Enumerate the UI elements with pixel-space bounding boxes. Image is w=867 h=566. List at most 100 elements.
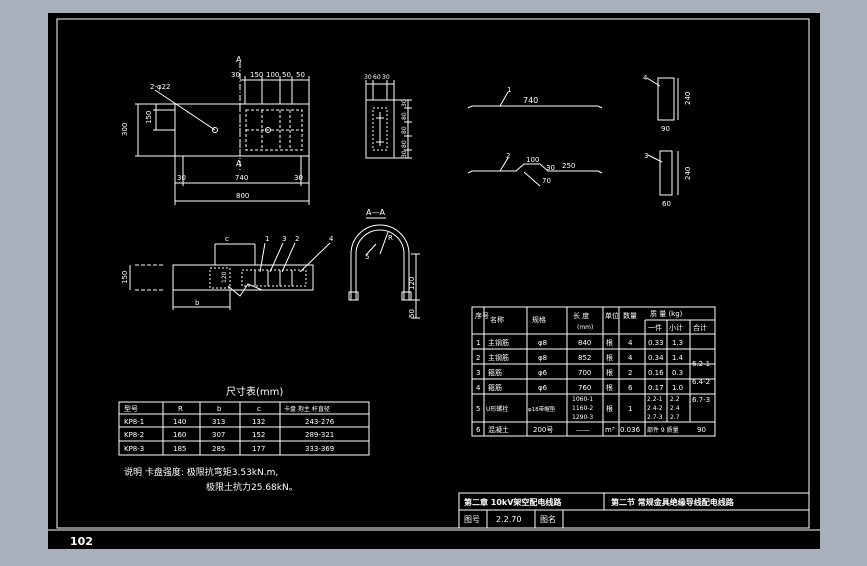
size-cell: 177 [252,445,265,453]
mat-cell: 1160-2 [572,405,593,412]
mat-total: 6.2-1 [692,360,710,368]
stirrup-3-width: 60 [662,200,671,208]
size-cell: 307 [212,431,225,439]
stirrup-4-label: 4 [643,74,648,82]
mat-cell: φ8 [538,354,547,362]
mat-cell: 4 [476,384,481,392]
size-table-title: 尺寸表(mm) [226,385,283,398]
stirrup-3-label: 3 [644,152,648,160]
mat-cell: 主钢筋 [488,353,509,362]
mat-th-spec: 规格 [532,315,546,324]
section-mark-a-bottom: A [236,159,242,168]
size-th-r: R [178,405,183,413]
section-mark-a-top: A [236,55,242,64]
mat-cell: 部件 9 质量 [647,426,679,434]
section-aa-5: 5 [365,253,369,261]
mat-cell: m³ [605,426,615,434]
end-dim-r30a: 30 [401,99,408,107]
dim-30-bottom-right: 30 [294,174,303,182]
end-dim-r80a: 80 [401,112,408,120]
mat-cell: 2.4 [670,405,680,412]
section-aa-r: R [388,234,393,242]
mat-cell: 6 [476,426,481,434]
mat-cell: 1.0 [672,384,683,392]
mat-cell: 箍筋 [488,383,502,392]
rebar-1: 1 740 [467,86,603,109]
dim-100-top: 100 [266,71,279,79]
side-dim-120: 120 [221,271,228,283]
mat-th-subtotal: 小计 [669,323,683,332]
top-view: 2-φ22 A A 30 150 100 50 50 300 150 30 74… [121,55,310,205]
size-cell: KP8-1 [124,418,144,426]
mat-th-name: 名称 [490,315,504,324]
mat-cell: 2.7-3 [647,414,663,421]
title-chapter: 第二章 10kV架空配电线路 [464,497,562,507]
size-cell: 333-369 [305,445,334,453]
size-cell: 152 [252,431,265,439]
material-table: 序号 名称 规格 长 度 (mm) 单位 数量 质 量 (kg) 一件 小计 合… [471,306,716,437]
drawing-frame [56,18,810,529]
size-table: 尺寸表(mm) 型号 R b c 卡盘 抱主 杆直径 KP8-1 140 313… [118,385,370,456]
mat-cell: 5 [476,405,480,413]
size-cell: 313 [212,418,225,426]
title-block: 第二章 10kV架空配电线路 第二节 常规金具绝缘导线配电线路 图号 2.2.7… [458,492,810,529]
mat-cell: 1 [628,405,632,413]
mat-cell: 2.2 [670,396,680,403]
mat-cell: 箍筋 [488,368,502,377]
size-th-b: b [217,405,222,413]
dim-30-top: 30 [231,71,240,79]
note-line-1: 说明 卡盘强度: 极限抗弯矩3.53kN.m, [124,466,278,478]
section-aa-dim-120: 120 [408,277,416,290]
mat-cell: 根 [606,383,613,392]
mat-cell: 1 [476,339,480,347]
mat-th-mass: 质 量 (kg) [650,309,683,318]
section-aa-title: A—A [366,208,385,217]
size-cell: KP8-2 [124,431,144,439]
end-view: 30 60 30 30 80 80 80 30 [364,74,412,159]
dim-300: 300 [121,123,129,136]
mat-cell: 0.17 [648,384,664,392]
mat-cell: 根 [606,404,613,413]
mat-cell: 700 [578,369,591,377]
mat-th-length: 长 度 [573,311,589,320]
mat-cell: 2 [476,354,480,362]
mat-total: 6.4-2 [692,378,710,386]
stirrup-4-height: 240 [684,92,692,105]
side-dim-b: b [195,299,200,307]
stirrup-4-width: 90 [661,125,670,133]
mat-cell: φ8 [538,339,547,347]
mat-cell: φ6 [538,384,548,392]
dim-30-bottom-left: 30 [177,174,186,182]
page-number: 102 [70,535,93,548]
size-th-model: 型号 [124,404,138,413]
rebar-1-label: 1 [507,86,511,94]
size-cell: 140 [173,418,186,426]
mat-cell: 1060-1 [572,396,593,403]
mat-cell: 2.7 [670,414,680,421]
mat-th-length-unit: (mm) [577,324,593,331]
mat-total: 6.7-3 [692,396,710,404]
mat-cell: 0.33 [648,339,664,347]
dim-150-left: 150 [145,111,153,124]
dim-800: 800 [236,192,249,200]
mat-cell: 200号 [533,426,553,434]
mat-cell: 3 [476,369,480,377]
rebar-2-dim-30: 30 [546,164,555,172]
side-label-4: 4 [329,235,334,243]
mat-cell: φ18带帽垫 [528,405,556,413]
size-cell: KP8-3 [124,445,144,453]
size-th-c: c [257,405,261,413]
mat-cell: 混凝土 [488,425,509,434]
mat-cell: 主钢筋 [488,338,509,347]
mat-cell: 根 [606,338,613,347]
title-section: 第二节 常规金具绝缘导线配电线路 [611,497,735,507]
mat-th-seq: 序号 [475,311,489,320]
end-dim-r30b: 30 [401,150,408,158]
mat-cell: 1.3 [672,339,683,347]
size-cell: 285 [212,445,225,453]
dim-150-top: 150 [250,71,263,79]
stirrup-3-height: 240 [684,167,692,180]
side-dim-150: 150 [121,271,129,284]
